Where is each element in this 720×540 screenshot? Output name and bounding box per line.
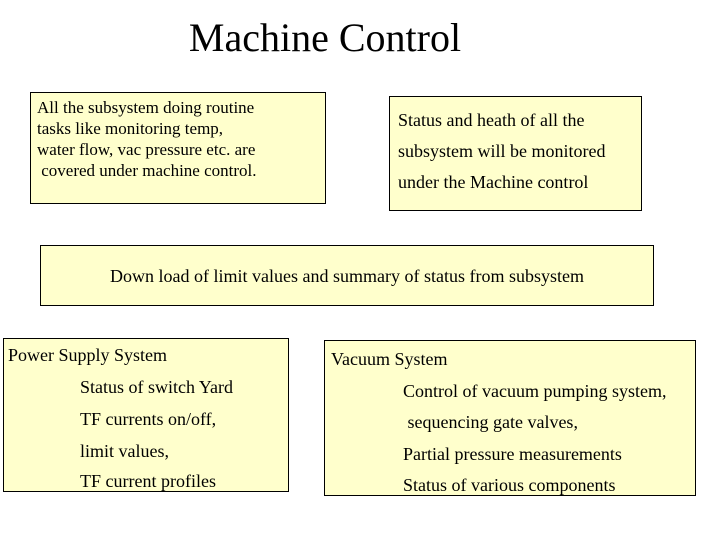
vacuum-system-item: sequencing gate valves, [403,412,578,432]
status-line: Status and heath of all the [398,110,585,130]
power-supply-item: TF current profiles [80,471,216,491]
vacuum-system-item: Partial pressure measurements [403,444,622,464]
vacuum-system-heading: Vacuum System [331,349,448,369]
description-line: covered under machine control. [37,161,257,180]
description-line: tasks like monitoring temp, [37,119,224,138]
power-supply-heading: Power Supply System [8,345,168,365]
status-monitoring-box: Status and heath of all the subsystem wi… [389,96,642,211]
vacuum-system-box: Vacuum System Control of vacuum pumping … [324,340,696,496]
power-supply-item: Status of switch Yard [80,377,234,397]
download-summary-text: Down load of limit values and summary of… [110,266,584,286]
vacuum-system-item: Status of various components [403,475,616,495]
status-line: under the Machine control [398,172,589,192]
status-line: subsystem will be monitored [398,141,606,161]
power-supply-item: TF currents on/off, [80,409,217,429]
vacuum-system-item: Control of vacuum pumping system, [403,381,667,401]
description-line: water flow, vac pressure etc. are [37,140,256,159]
subsystem-description-box: All the subsystem doing routine tasks li… [30,92,326,204]
power-supply-box: Power Supply System Status of switch Yar… [3,338,289,492]
power-supply-item: limit values, [80,441,169,461]
download-summary-box: Down load of limit values and summary of… [40,245,654,306]
page-title: Machine Control [188,15,462,60]
description-line: All the subsystem doing routine [37,98,255,117]
